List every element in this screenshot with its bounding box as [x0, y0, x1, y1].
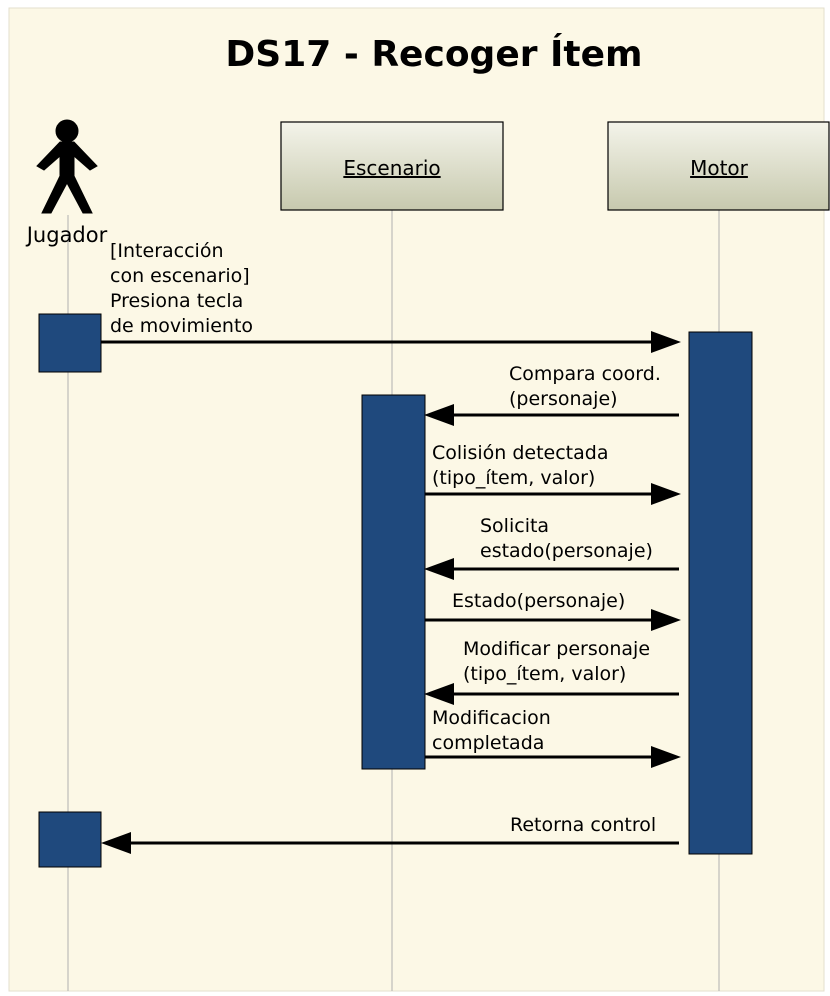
participant-motor: Motor [607, 121, 830, 211]
message-escenario-to-motor-estado: Estado(personaje) [425, 590, 681, 631]
message-jugador-to-motor-interaccion: [Interacción con escenario] Presiona tec… [101, 240, 681, 353]
participant-label-motor: Motor [690, 156, 749, 180]
message-label-line: Estado(personaje) [452, 590, 625, 612]
message-motor-to-jugador-retorna: Retorna control [101, 814, 679, 854]
message-motor-to-escenario-solicita: Solicita estado(personaje) [424, 515, 679, 580]
message-label-line: Compara coord. [509, 363, 661, 385]
message-label-line: Modificar personaje [463, 638, 650, 660]
message-label-line: (personaje) [509, 388, 618, 410]
message-label-line: completada [432, 732, 544, 754]
participant-escenario: Escenario [280, 121, 504, 211]
message-label-line: Colisión detectada [432, 442, 608, 464]
message-label-line: estado(personaje) [480, 540, 653, 562]
activation-jugador-1 [38, 313, 102, 373]
message-motor-to-escenario-modificar: Modificar personaje (tipo_ítem, valor) [424, 638, 679, 705]
message-escenario-to-motor-colision: Colisión detectada (tipo_ítem, valor) [425, 442, 681, 505]
message-label-line: Retorna control [510, 814, 656, 836]
message-label-line: de movimiento [110, 315, 253, 337]
activation-motor [688, 331, 753, 855]
activation-escenario [361, 394, 426, 770]
message-label-line: [Interacción [110, 240, 224, 262]
message-label-line: (tipo_ítem, valor) [463, 663, 626, 685]
message-motor-to-escenario-compara: Compara coord. (personaje) [424, 363, 679, 426]
actor-label-jugador: Jugador [25, 223, 108, 247]
diagram-title: DS17 - Recoger Ítem [225, 33, 642, 75]
message-label-line: Solicita [480, 515, 549, 537]
message-label-line: con escenario] [110, 265, 250, 287]
participant-label-escenario: Escenario [343, 156, 440, 180]
message-label-line: (tipo_ítem, valor) [432, 467, 595, 489]
message-label-line: Presiona tecla [110, 290, 243, 312]
message-label-line: Modificacion [432, 707, 551, 729]
message-escenario-to-motor-completada: Modificacion completada [425, 707, 681, 768]
activation-jugador-2 [38, 811, 102, 868]
stick-figure-icon [36, 119, 98, 214]
